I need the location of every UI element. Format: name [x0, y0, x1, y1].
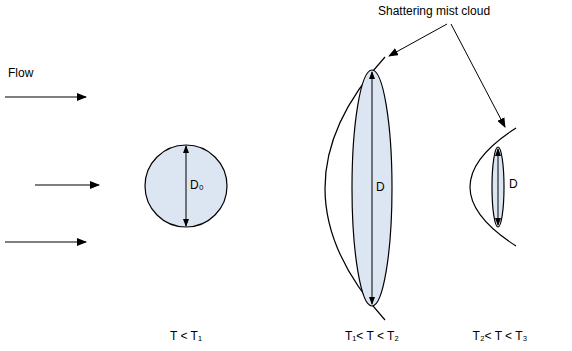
flow-arrow: [5, 97, 99, 242]
droplet-circle: D₀: [143, 143, 229, 229]
flow-label: Flow: [8, 67, 33, 81]
time-label: T < T₁: [170, 330, 202, 344]
droplet-outline: [350, 67, 394, 309]
dimension-arrow: [498, 149, 499, 225]
leader-arrow: [389, 24, 505, 127]
time-label: T₂< T < T₃: [473, 330, 528, 344]
time-label: T₁< T < T₂: [345, 330, 399, 344]
diameter-label: D: [376, 181, 385, 195]
droplet-disk: D: [490, 145, 524, 229]
droplet-outline: [490, 145, 524, 229]
droplet-outline: [143, 143, 229, 229]
droplet-disk: D: [350, 67, 394, 309]
diameter-label: D: [509, 178, 518, 192]
diameter-label: D₀: [190, 179, 204, 193]
dimension-arrow: [372, 72, 373, 304]
callout-text: Shattering mist cloud: [378, 5, 490, 19]
dimension-arrow: [186, 146, 187, 226]
